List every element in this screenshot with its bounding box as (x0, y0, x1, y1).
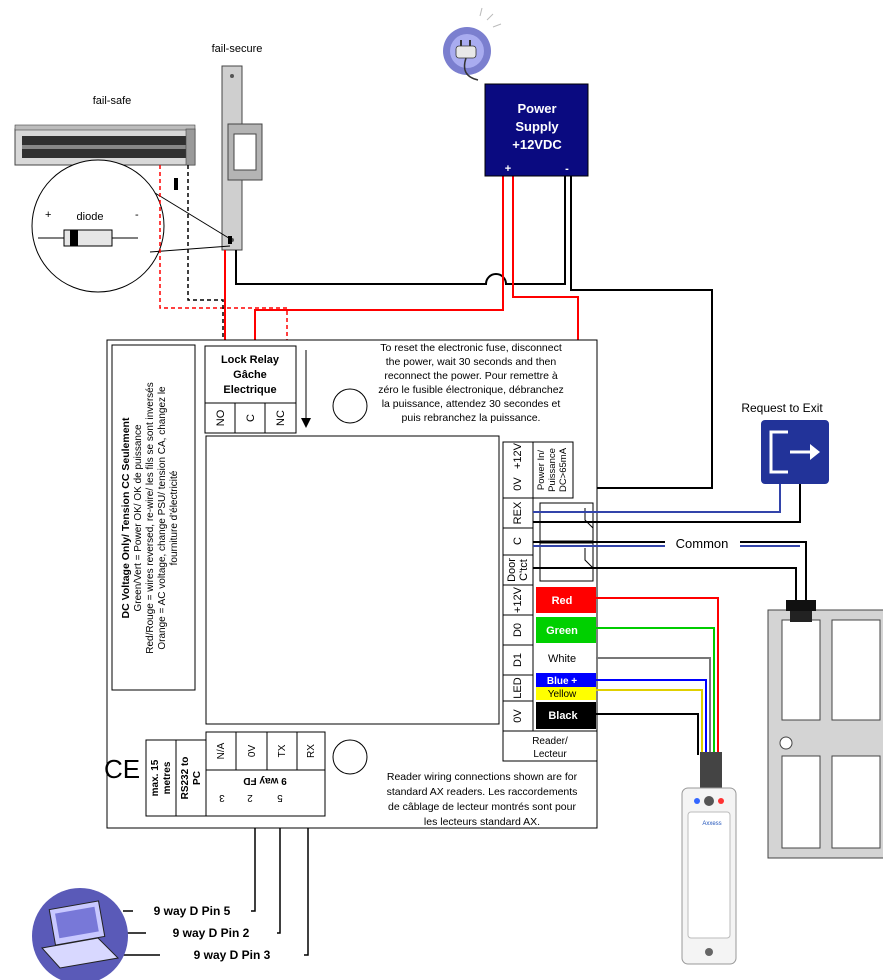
svg-text:Lecteur: Lecteur (533, 749, 567, 760)
reader-wire-labels: Red Green White Blue + Yellow Black (536, 587, 596, 729)
diode-minus: - (135, 209, 139, 221)
power-supply: Power Supply +12VDC + - (484, 83, 589, 177)
svg-text:9 way D Pin 3: 9 way D Pin 3 (194, 948, 271, 962)
svg-text:reconnect the power. Pour rem: reconnect the power. Pour remettre à (384, 370, 558, 382)
svg-text:+12V: +12V (512, 442, 524, 469)
rex-label: Request to Exit (741, 401, 823, 415)
svg-text:RS232 to: RS232 to (180, 757, 191, 800)
psu-line3: +12VDC (512, 137, 562, 152)
svg-text:0V: 0V (247, 745, 258, 758)
door-icon (767, 600, 883, 859)
svg-text:fourniture d'électricité: fourniture d'électricité (169, 470, 180, 565)
svg-text:N/A: N/A (216, 742, 227, 759)
reader-wiring (596, 597, 719, 755)
svg-text:TX: TX (277, 744, 288, 757)
svg-text:DC Voltage Only/ Tension CC Se: DC Voltage Only/ Tension CC Seulement (120, 417, 132, 618)
pc-pin-labels: 9 way D Pin 5 9 way D Pin 2 9 way D Pin … (133, 904, 304, 962)
svg-text:Reader/: Reader/ (532, 736, 568, 747)
svg-text:White: White (548, 653, 576, 665)
svg-text:9 way D Pin 5: 9 way D Pin 5 (154, 904, 231, 918)
rex-wiring (533, 484, 807, 604)
svg-text:metres: metres (162, 761, 173, 794)
svg-text:DC>65mA: DC>65mA (558, 447, 569, 492)
psu-plus: + (505, 163, 511, 175)
svg-text:Red/Rouge = wires reversed, re: Red/Rouge = wires reversed, re-wire/ les… (145, 382, 156, 654)
common-label: Common (676, 536, 729, 551)
svg-text:9 way D Pin 2: 9 way D Pin 2 (173, 926, 250, 940)
svg-text:the power, wait 30 seconds and: the power, wait 30 seconds and then (386, 356, 557, 368)
svg-text:standard AX readers. Les racc: standard AX readers. Les raccordements (387, 786, 578, 798)
pcb-area (205, 435, 500, 725)
svg-text:3: 3 (219, 792, 225, 803)
dc-note: DC Voltage Only/ Tension CC Seulement Gr… (111, 344, 196, 691)
svg-text:RX: RX (306, 744, 317, 758)
svg-text:Red: Red (552, 595, 573, 607)
svg-text:To reset the electronic fuse,: To reset the electronic fuse, disconnect (380, 342, 562, 354)
psu-line1: Power (517, 101, 556, 116)
svg-text:+12V: +12V (512, 586, 524, 613)
svg-text:NC: NC (275, 410, 287, 426)
svg-text:Gâche: Gâche (233, 369, 267, 381)
svg-text:C: C (245, 414, 257, 422)
svg-text:REX: REX (512, 501, 524, 524)
diode-plus: + (45, 209, 51, 221)
svg-text:9 way FD: 9 way FD (243, 775, 286, 786)
electric-strike-icon (221, 65, 263, 251)
psu-minus: - (565, 163, 569, 175)
svg-text:max. 15: max. 15 (150, 759, 161, 796)
reader-note: Reader wiring connections shown are for … (387, 771, 578, 828)
svg-text:C'tct: C'tct (518, 559, 530, 581)
svg-text:la puissance, attendez 30 seco: la puissance, attendez 30 secondes et (382, 398, 561, 410)
svg-text:Green/Vert = Power OK/ OK de p: Green/Vert = Power OK/ OK de puissance (133, 424, 144, 611)
svg-text:Reader wiring connections show: Reader wiring connections shown are for (387, 771, 578, 783)
svg-text:PC: PC (192, 771, 203, 785)
svg-text:5: 5 (277, 792, 283, 803)
svg-text:0V: 0V (512, 477, 524, 491)
svg-text:Puissance: Puissance (547, 448, 558, 492)
reader-brand: Axxess (702, 821, 721, 827)
fuse-note: To reset the electronic fuse, disconnect… (378, 342, 564, 424)
lock-relay: Lock Relay Gâche Electrique NO C NC (204, 345, 311, 434)
svg-text:Green: Green (546, 625, 578, 637)
svg-text:D0: D0 (512, 623, 524, 637)
svg-text:Orange = AC voltage, change P: Orange = AC voltage, change PSU/ tension… (157, 386, 168, 650)
svg-text:de câblage de lecteur montrés: de câblage de lecteur montrés sont pour (388, 801, 576, 813)
computer-icon (32, 888, 128, 980)
svg-text:LED: LED (512, 677, 524, 698)
svg-text:2: 2 (247, 792, 253, 803)
svg-text:zéro le fusible électronique,: zéro le fusible électronique, débranchez (378, 384, 564, 396)
svg-text:Power In/: Power In/ (536, 450, 547, 490)
mount-hole (332, 739, 368, 775)
diode-label: diode (77, 211, 104, 223)
card-reader-icon: Axxess (681, 752, 737, 965)
svg-text:D1: D1 (512, 653, 524, 667)
svg-text:C: C (512, 537, 524, 545)
power-plug-icon (443, 7, 502, 81)
exit-button-icon (761, 420, 829, 484)
power-in-label: Power In/ Puissance DC>65mA (532, 441, 574, 499)
svg-text:puis rebranchez la puissance.: puis rebranchez la puissance. (402, 412, 541, 424)
fail-safe-label: fail-safe (93, 95, 132, 107)
mount-hole (332, 388, 368, 424)
svg-text:NO: NO (215, 409, 227, 426)
psu-line2: Supply (515, 119, 559, 134)
reader-label: Reader/ Lecteur (502, 730, 598, 762)
mag-lock-icon (14, 124, 196, 166)
fail-secure-label: fail-secure (212, 43, 263, 55)
svg-text:Blue +: Blue + (547, 676, 577, 687)
svg-text:Electrique: Electrique (223, 384, 276, 396)
rs232-block: CE max. 15 metres RS232 to PC N/A 0V TX … (104, 731, 326, 817)
svg-text:Yellow: Yellow (548, 689, 577, 700)
svg-text:les lecteurs standard AX.: les lecteurs standard AX. (424, 816, 540, 828)
svg-text:Black: Black (548, 710, 578, 722)
svg-text:0V: 0V (512, 709, 524, 723)
ce-mark: CE (104, 754, 140, 784)
svg-text:Door: Door (506, 558, 518, 582)
terminal-block: 0V +12V REX C Door C'tct +12V D0 D1 LED … (502, 441, 534, 732)
diode-detail: + diode - (31, 159, 233, 293)
svg-text:Lock Relay: Lock Relay (221, 354, 280, 366)
